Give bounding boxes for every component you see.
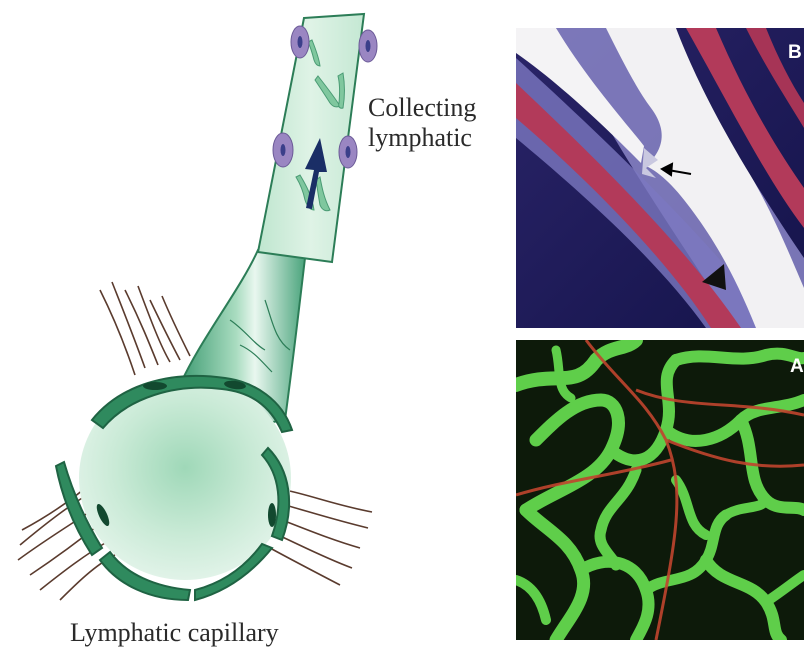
anchoring-filaments-top (100, 282, 190, 375)
collecting-lymphatic-label: Collecting lymphatic (368, 93, 476, 153)
collecting-label-line2: lymphatic (368, 123, 476, 153)
panel-a-letter: A (790, 356, 804, 378)
collecting-label-line1: Collecting (368, 93, 476, 123)
micrograph-panel-a (516, 340, 804, 640)
lymphatic-capillary-label: Lymphatic capillary (70, 618, 279, 648)
micrograph-panel-b (516, 28, 804, 328)
panel-b-letter: B (788, 42, 802, 64)
